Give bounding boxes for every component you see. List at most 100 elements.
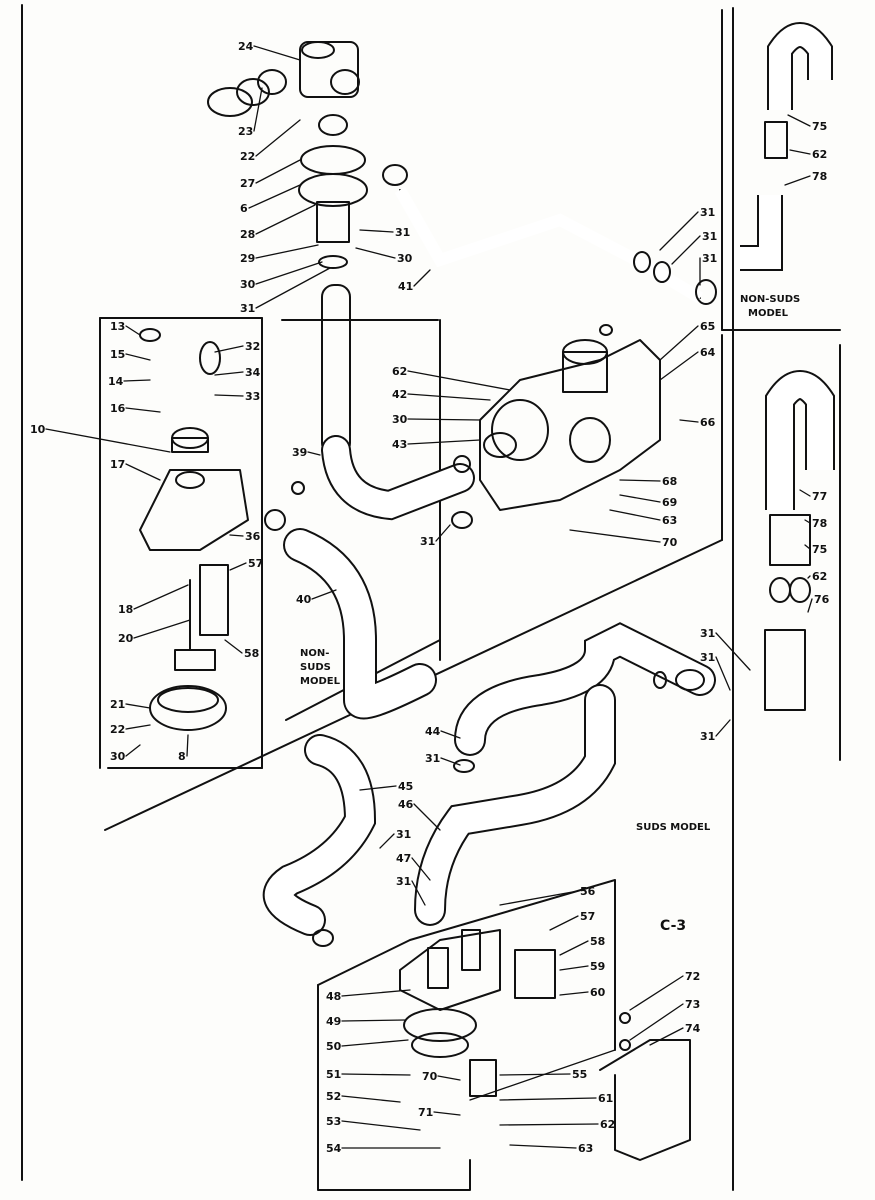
- callout-number: 61: [598, 1092, 613, 1105]
- callout-leader: [413, 803, 441, 831]
- callout-leader: [569, 529, 661, 543]
- callout-leader: [229, 562, 247, 571]
- callout-leader: [784, 175, 811, 186]
- callout-leader: [804, 544, 811, 550]
- callout-leader: [255, 119, 301, 157]
- callout-number: 65: [700, 320, 715, 333]
- motor-assembly: [451, 324, 661, 529]
- non-suds-top-caption-line2: MODEL: [748, 308, 789, 319]
- callout-leader: [224, 639, 243, 654]
- callout-leader: [125, 724, 151, 730]
- callout-leader: [437, 1075, 461, 1081]
- callout-leader: [629, 1003, 684, 1041]
- callout-leader: [341, 1019, 406, 1022]
- callout-number: 54: [326, 1142, 342, 1155]
- callout-number: 30: [240, 278, 256, 291]
- callout-number: 40: [296, 593, 312, 606]
- callout-number: 62: [812, 148, 827, 161]
- callout-number: 53: [326, 1115, 341, 1128]
- callout-leader: [509, 1144, 577, 1149]
- callout-number: 63: [578, 1142, 593, 1155]
- callout-number: 29: [240, 252, 255, 265]
- callout-leader: [214, 371, 244, 376]
- callout-number: 31: [702, 252, 717, 265]
- callout-leader: [659, 325, 699, 361]
- callout-leader: [45, 428, 171, 453]
- non-suds-top-frame: [721, 9, 841, 331]
- callout-leader: [125, 325, 141, 336]
- suds-model-caption: SUDS MODEL: [636, 822, 711, 833]
- callout-leader: [229, 534, 244, 537]
- callout-leader: [407, 439, 481, 445]
- callout-number: 45: [398, 780, 413, 793]
- callout-number: 31: [240, 302, 255, 315]
- callout-leader: [125, 353, 151, 361]
- non-suds-hose: [283, 528, 437, 720]
- callout-leader: [609, 509, 661, 521]
- callout-number: 50: [326, 1040, 342, 1053]
- callout-number: 31: [395, 226, 410, 239]
- callout-number: 57: [580, 910, 595, 923]
- callout-number: 44: [425, 725, 441, 738]
- callout-number: 70: [662, 536, 678, 549]
- callout-leader: [341, 989, 411, 997]
- callout-number: 17: [110, 458, 125, 471]
- callout-number: 78: [812, 517, 827, 530]
- callout-leader: [411, 880, 426, 906]
- callout-number: 59: [590, 960, 605, 973]
- callout-number: 55: [572, 1068, 587, 1081]
- callout-number: 34: [245, 366, 261, 379]
- callout-number: 66: [700, 416, 716, 429]
- callout-leader: [433, 1111, 461, 1116]
- callout-number: 31: [425, 752, 440, 765]
- callout-leader: [253, 45, 301, 61]
- callout-leader: [499, 1123, 599, 1126]
- callout-leader: [125, 463, 161, 481]
- callout-leader: [807, 598, 813, 613]
- callout-leader: [499, 890, 579, 906]
- callout-leader: [619, 494, 661, 503]
- left-box-parts: [139, 328, 305, 731]
- callout-number: 31: [700, 627, 715, 640]
- callout-leader: [407, 393, 491, 401]
- callout-leader: [787, 114, 811, 127]
- vertical-hose: [321, 284, 475, 521]
- callout-leader: [307, 451, 321, 456]
- callout-leader: [341, 1095, 401, 1103]
- callout-leader: [379, 833, 395, 849]
- callout-number: 30: [397, 252, 413, 265]
- callout-leader: [440, 730, 461, 739]
- callout-leader: [255, 244, 319, 259]
- callout-leader: [123, 379, 151, 382]
- callout-leader: [629, 975, 684, 1011]
- callout-number: 58: [244, 647, 259, 660]
- callout-number: 76: [814, 593, 830, 606]
- callout-number: 51: [326, 1068, 341, 1081]
- callout-number: 42: [392, 388, 407, 401]
- callout-number: 46: [398, 798, 414, 811]
- callout-number: 31: [396, 875, 411, 888]
- callout-number: 52: [326, 1090, 341, 1103]
- callout-leader: [804, 519, 811, 524]
- callout-number: 75: [812, 120, 827, 133]
- callout-number: 78: [812, 170, 827, 183]
- callout-number: 28: [240, 228, 255, 241]
- non-suds-left-caption-line3: MODEL: [300, 676, 341, 687]
- callout-leader: [255, 267, 331, 309]
- callout-number: 32: [245, 340, 260, 353]
- upper-drain-hose: [394, 187, 717, 305]
- callout-number: 75: [812, 543, 827, 556]
- callout-number: 31: [700, 206, 715, 219]
- figure-code: C-3: [660, 918, 686, 934]
- callout-layer: 2423222762829303131303131314175627813151…: [30, 40, 830, 1155]
- callout-leader: [659, 211, 699, 251]
- callout-number: 6: [240, 202, 248, 215]
- callout-number: 41: [398, 280, 413, 293]
- callout-leader: [435, 524, 451, 542]
- callout-leader: [359, 229, 394, 233]
- callout-number: 31: [420, 535, 435, 548]
- callout-leader: [807, 575, 811, 579]
- callout-number: 10: [30, 423, 46, 436]
- callout-number: 31: [700, 730, 715, 743]
